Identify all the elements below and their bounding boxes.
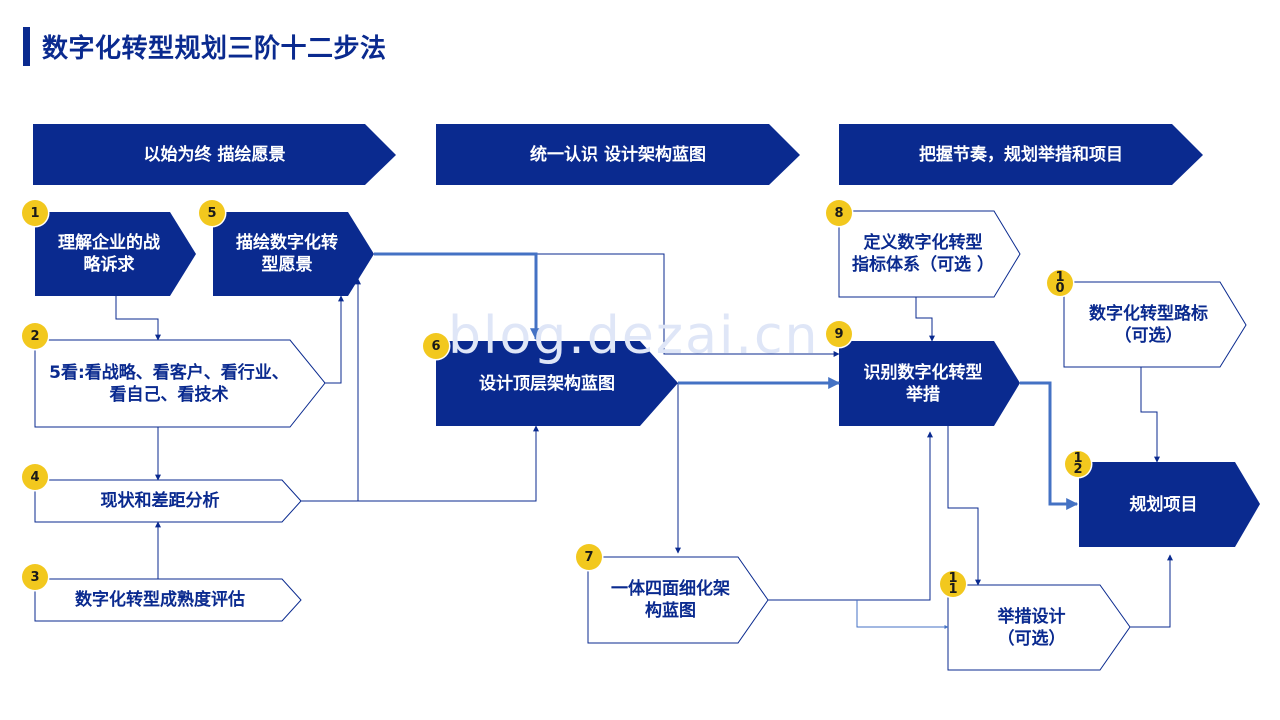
phase-2-label: 统一认识 设计架构蓝图 bbox=[530, 144, 706, 165]
phase-banner-3 bbox=[839, 124, 1203, 185]
step-12-badge: 1 2 bbox=[1065, 451, 1091, 477]
step-11-badge: 1 1 bbox=[940, 571, 966, 597]
step-5-label: 描绘数字化转 型愿景 bbox=[236, 233, 338, 275]
step-10-badge: 1 0 bbox=[1047, 270, 1073, 296]
step-8-shape bbox=[838, 210, 1021, 298]
step-5-shape bbox=[213, 212, 374, 296]
step-10-shape bbox=[1063, 281, 1247, 368]
step-4-badge: 4 bbox=[22, 464, 48, 490]
step-5-badge: 5 bbox=[199, 200, 225, 226]
main-flow-connectors bbox=[374, 252, 1079, 510]
step-4-label: 现状和差距分析 bbox=[100, 491, 220, 511]
step-11-label: 举措设计 （可选） bbox=[997, 606, 1066, 649]
step-7-shape bbox=[587, 556, 769, 644]
step-3-badge: 3 bbox=[22, 564, 48, 590]
step-9-badge: 9 bbox=[826, 321, 852, 347]
step-1-label: 理解企业的战 略诉求 bbox=[58, 233, 160, 275]
step-12-label: 规划项目 bbox=[1129, 494, 1198, 515]
title-accent-bar bbox=[23, 27, 30, 66]
step-9-label: 识别数字化转型 举措 bbox=[863, 362, 983, 405]
step-8-label: 定义数字化转型 指标体系（可选 ） bbox=[852, 233, 994, 275]
step-1-shape bbox=[35, 212, 196, 296]
step-4-shape bbox=[34, 479, 302, 523]
step-10-label: 数字化转型路标 （可选） bbox=[1089, 303, 1208, 346]
step-6-shape bbox=[436, 341, 678, 426]
phase-3-label: 把握节奏，规划举措和项目 bbox=[919, 144, 1123, 165]
step-2-shape bbox=[34, 339, 326, 428]
page-title: 数字化转型规划三阶十二步法 bbox=[42, 34, 387, 64]
step-8-badge: 8 bbox=[826, 200, 852, 226]
step-3-shape bbox=[34, 578, 302, 622]
step-6-badge: 6 bbox=[423, 333, 449, 359]
step-2-label: 5看:看战略、看客户、看行业、 看自己、看技术 bbox=[49, 362, 289, 405]
step-7-label: 一体四面细化架 构蓝图 bbox=[611, 579, 730, 621]
step-2-badge: 2 bbox=[22, 323, 48, 349]
step-6-label: 设计顶层架构蓝图 bbox=[479, 373, 615, 394]
phase-banner-2 bbox=[436, 124, 800, 185]
connectors bbox=[115, 253, 1173, 628]
connector-7-to-11 bbox=[856, 600, 949, 629]
step-9-shape bbox=[839, 341, 1020, 426]
step-12-shape bbox=[1079, 462, 1260, 547]
step-11-shape bbox=[947, 584, 1131, 671]
watermark: blog.dezai.cn bbox=[448, 306, 820, 366]
phase-1-label: 以始为终 描绘愿景 bbox=[143, 144, 286, 165]
step-3-label: 数字化转型成熟度评估 bbox=[75, 590, 245, 610]
step-7-badge: 7 bbox=[576, 544, 602, 570]
step-1-badge: 1 bbox=[22, 200, 48, 226]
phase-banner-1 bbox=[33, 124, 396, 185]
